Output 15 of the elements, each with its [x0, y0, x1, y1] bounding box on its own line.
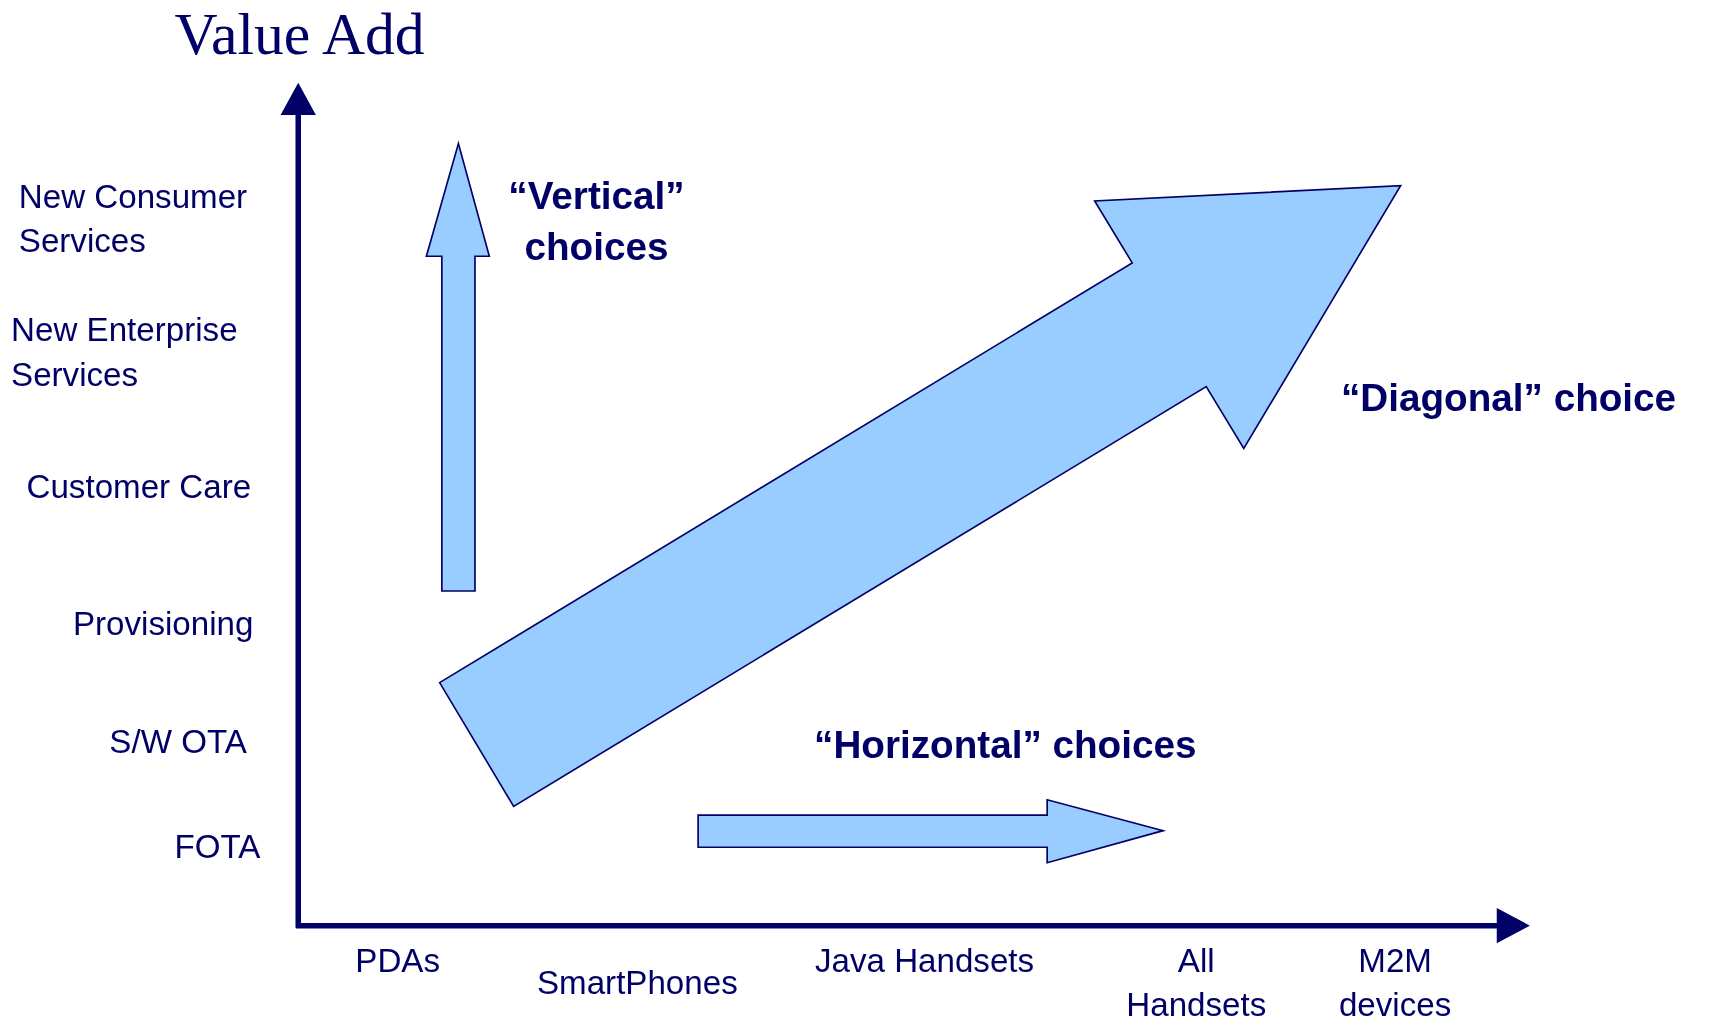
tick-label: FOTA: [174, 827, 262, 867]
tick-label: New Enterprise Services: [11, 310, 239, 395]
tick-label: New Consumer Services: [18, 176, 249, 261]
annotation-text: “Vertical” choices: [507, 172, 686, 270]
tick-label: SmartPhones: [535, 963, 739, 1003]
tick-label: PDAs: [354, 941, 441, 981]
tick-label: Java Handsets: [814, 941, 1035, 981]
tick-label: Provisioning: [72, 604, 255, 644]
tick-label: S/W OTA: [109, 722, 248, 762]
axis-title: Value Add: [174, 0, 426, 69]
tick-label: All Handsets: [1125, 941, 1268, 1022]
tick-label: Customer Care: [26, 467, 253, 507]
tick-label: M2M devices: [1337, 941, 1453, 1022]
annotation-text: “Diagonal” choice: [1341, 374, 1678, 421]
annotation-text: “Horizontal” choices: [814, 721, 1198, 768]
